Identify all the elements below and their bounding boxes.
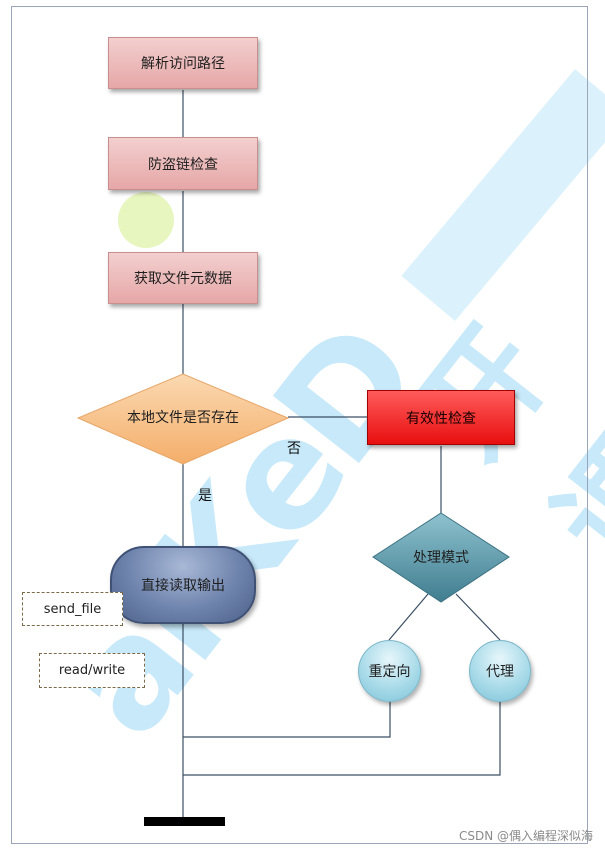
watermark-dot bbox=[118, 192, 174, 248]
branch-yes-label: 是 bbox=[198, 488, 212, 504]
decision-local-diamond bbox=[76, 373, 290, 465]
connector-mode-redirect bbox=[388, 593, 429, 641]
decision-mode-diamond bbox=[372, 512, 510, 603]
step-hotlink-check: 防盗链检查 bbox=[108, 137, 258, 190]
direct-output-label: 直接读取输出 bbox=[141, 578, 225, 594]
csdn-footer-credit: CSDN @偶入编程深似海 bbox=[458, 829, 593, 843]
end-terminator-bar bbox=[144, 817, 225, 826]
mode-redirect-label: 重定向 bbox=[368, 664, 411, 680]
note-send-file: send_file bbox=[22, 592, 123, 626]
connector-redirect-return bbox=[183, 702, 391, 738]
note-read-write-label: read/write bbox=[58, 663, 126, 678]
mode-redirect-node: 重定向 bbox=[358, 640, 421, 702]
note-send-file-label: send_file bbox=[43, 601, 102, 617]
step-hotlink-check-label: 防盗链检查 bbox=[148, 156, 218, 173]
decision-local-label: 本地文件是否存在 bbox=[127, 410, 239, 426]
decision-mode-label: 处理模式 bbox=[413, 550, 469, 566]
note-read-write: read/write bbox=[39, 653, 145, 688]
validity-check-box: 有效性检查 bbox=[367, 390, 515, 445]
step-parse-path-label: 解析访问路径 bbox=[141, 56, 225, 72]
step-get-metadata: 获取文件元数据 bbox=[108, 252, 258, 304]
diagram-frame bbox=[11, 6, 588, 844]
connector-proxy-return bbox=[183, 702, 501, 776]
connector-mode-proxy bbox=[455, 593, 501, 641]
step-parse-path: 解析访问路径 bbox=[108, 37, 258, 89]
direct-output-terminal: 直接读取输出 bbox=[110, 546, 256, 624]
validity-check-label: 有效性检查 bbox=[406, 410, 476, 427]
mode-proxy-label: 代理 bbox=[486, 664, 514, 680]
branch-no-label: 否 bbox=[287, 441, 301, 457]
step-get-metadata-label: 获取文件元数据 bbox=[134, 271, 232, 287]
mode-proxy-node: 代理 bbox=[469, 640, 531, 702]
